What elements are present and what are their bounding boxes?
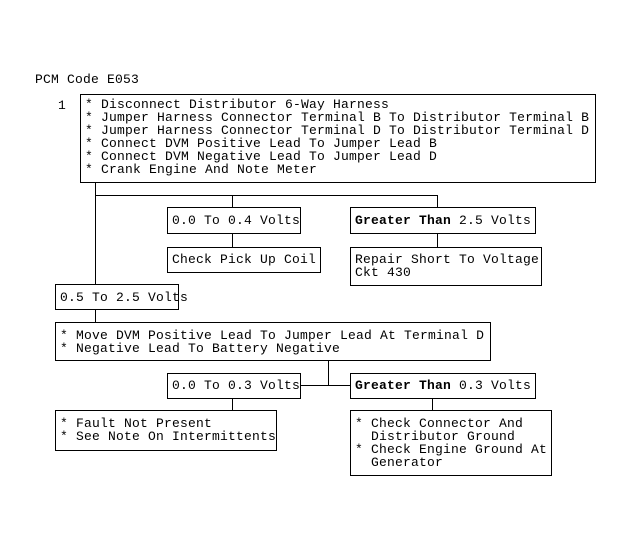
result-greater-0.3-volts: Greater Than 0.3 Volts xyxy=(350,373,536,399)
step1-line: * Jumper Harness Connector Terminal D To… xyxy=(85,123,590,138)
action-text: Check Pick Up Coil xyxy=(172,252,317,267)
step1-line: * Disconnect Distributor 6-Way Harness xyxy=(85,97,390,112)
step2-line: * Move DVM Positive Lead To Jumper Lead … xyxy=(60,328,485,343)
action-text: Generator xyxy=(355,455,444,470)
result-0-0.4-volts: 0.0 To 0.4 Volts xyxy=(167,207,301,234)
action-text: Ckt 430 xyxy=(355,265,412,280)
action-text: * Check Connector And xyxy=(355,416,524,431)
step1-line: * Jumper Harness Connector Terminal B To… xyxy=(85,110,590,125)
action-text: Distributor Ground xyxy=(355,429,516,444)
step1-line: * Connect DVM Negative Lead To Jumper Le… xyxy=(85,149,438,164)
result-0.5-2.5-volts: 0.5 To 2.5 Volts xyxy=(55,284,188,310)
result-0-0.3-volts: 0.0 To 0.3 Volts xyxy=(167,373,301,399)
result-label: 0.0 To 0.4 Volts xyxy=(172,213,301,228)
result-label-bold: Greater Than xyxy=(355,378,452,393)
result-label-bold: Greater Than xyxy=(355,213,452,228)
step2-line: * Negative Lead To Battery Negative xyxy=(60,341,341,356)
step-number: 1 xyxy=(58,98,67,113)
step1-box: * Disconnect Distributor 6-Way Harness* … xyxy=(80,94,596,183)
action-text: Repair Short To Voltage xyxy=(355,252,540,267)
action-check-pickup-coil: Check Pick Up Coil xyxy=(167,247,321,273)
step1-line: * Connect DVM Positive Lead To Jumper Le… xyxy=(85,136,438,151)
result-label: 0.5 To 2.5 Volts xyxy=(60,290,189,305)
step2-box: * Move DVM Positive Lead To Jumper Lead … xyxy=(55,322,491,361)
action-fault-not-present: * Fault Not Present* See Note On Intermi… xyxy=(55,410,277,451)
diagram-title: PCM Code E053 xyxy=(35,72,140,87)
result-label: 0.3 Volts xyxy=(451,378,532,393)
action-text: * Check Engine Ground At xyxy=(355,442,548,457)
action-text: * See Note On Intermittents xyxy=(60,429,277,444)
result-label: 0.0 To 0.3 Volts xyxy=(172,378,301,393)
action-check-grounds: * Check Connector And Distributor Ground… xyxy=(350,410,552,476)
result-greater-2.5-volts: Greater Than 2.5 Volts xyxy=(350,207,536,234)
step1-line: * Crank Engine And Note Meter xyxy=(85,162,318,177)
result-label: 2.5 Volts xyxy=(451,213,532,228)
action-text: * Fault Not Present xyxy=(60,416,213,431)
